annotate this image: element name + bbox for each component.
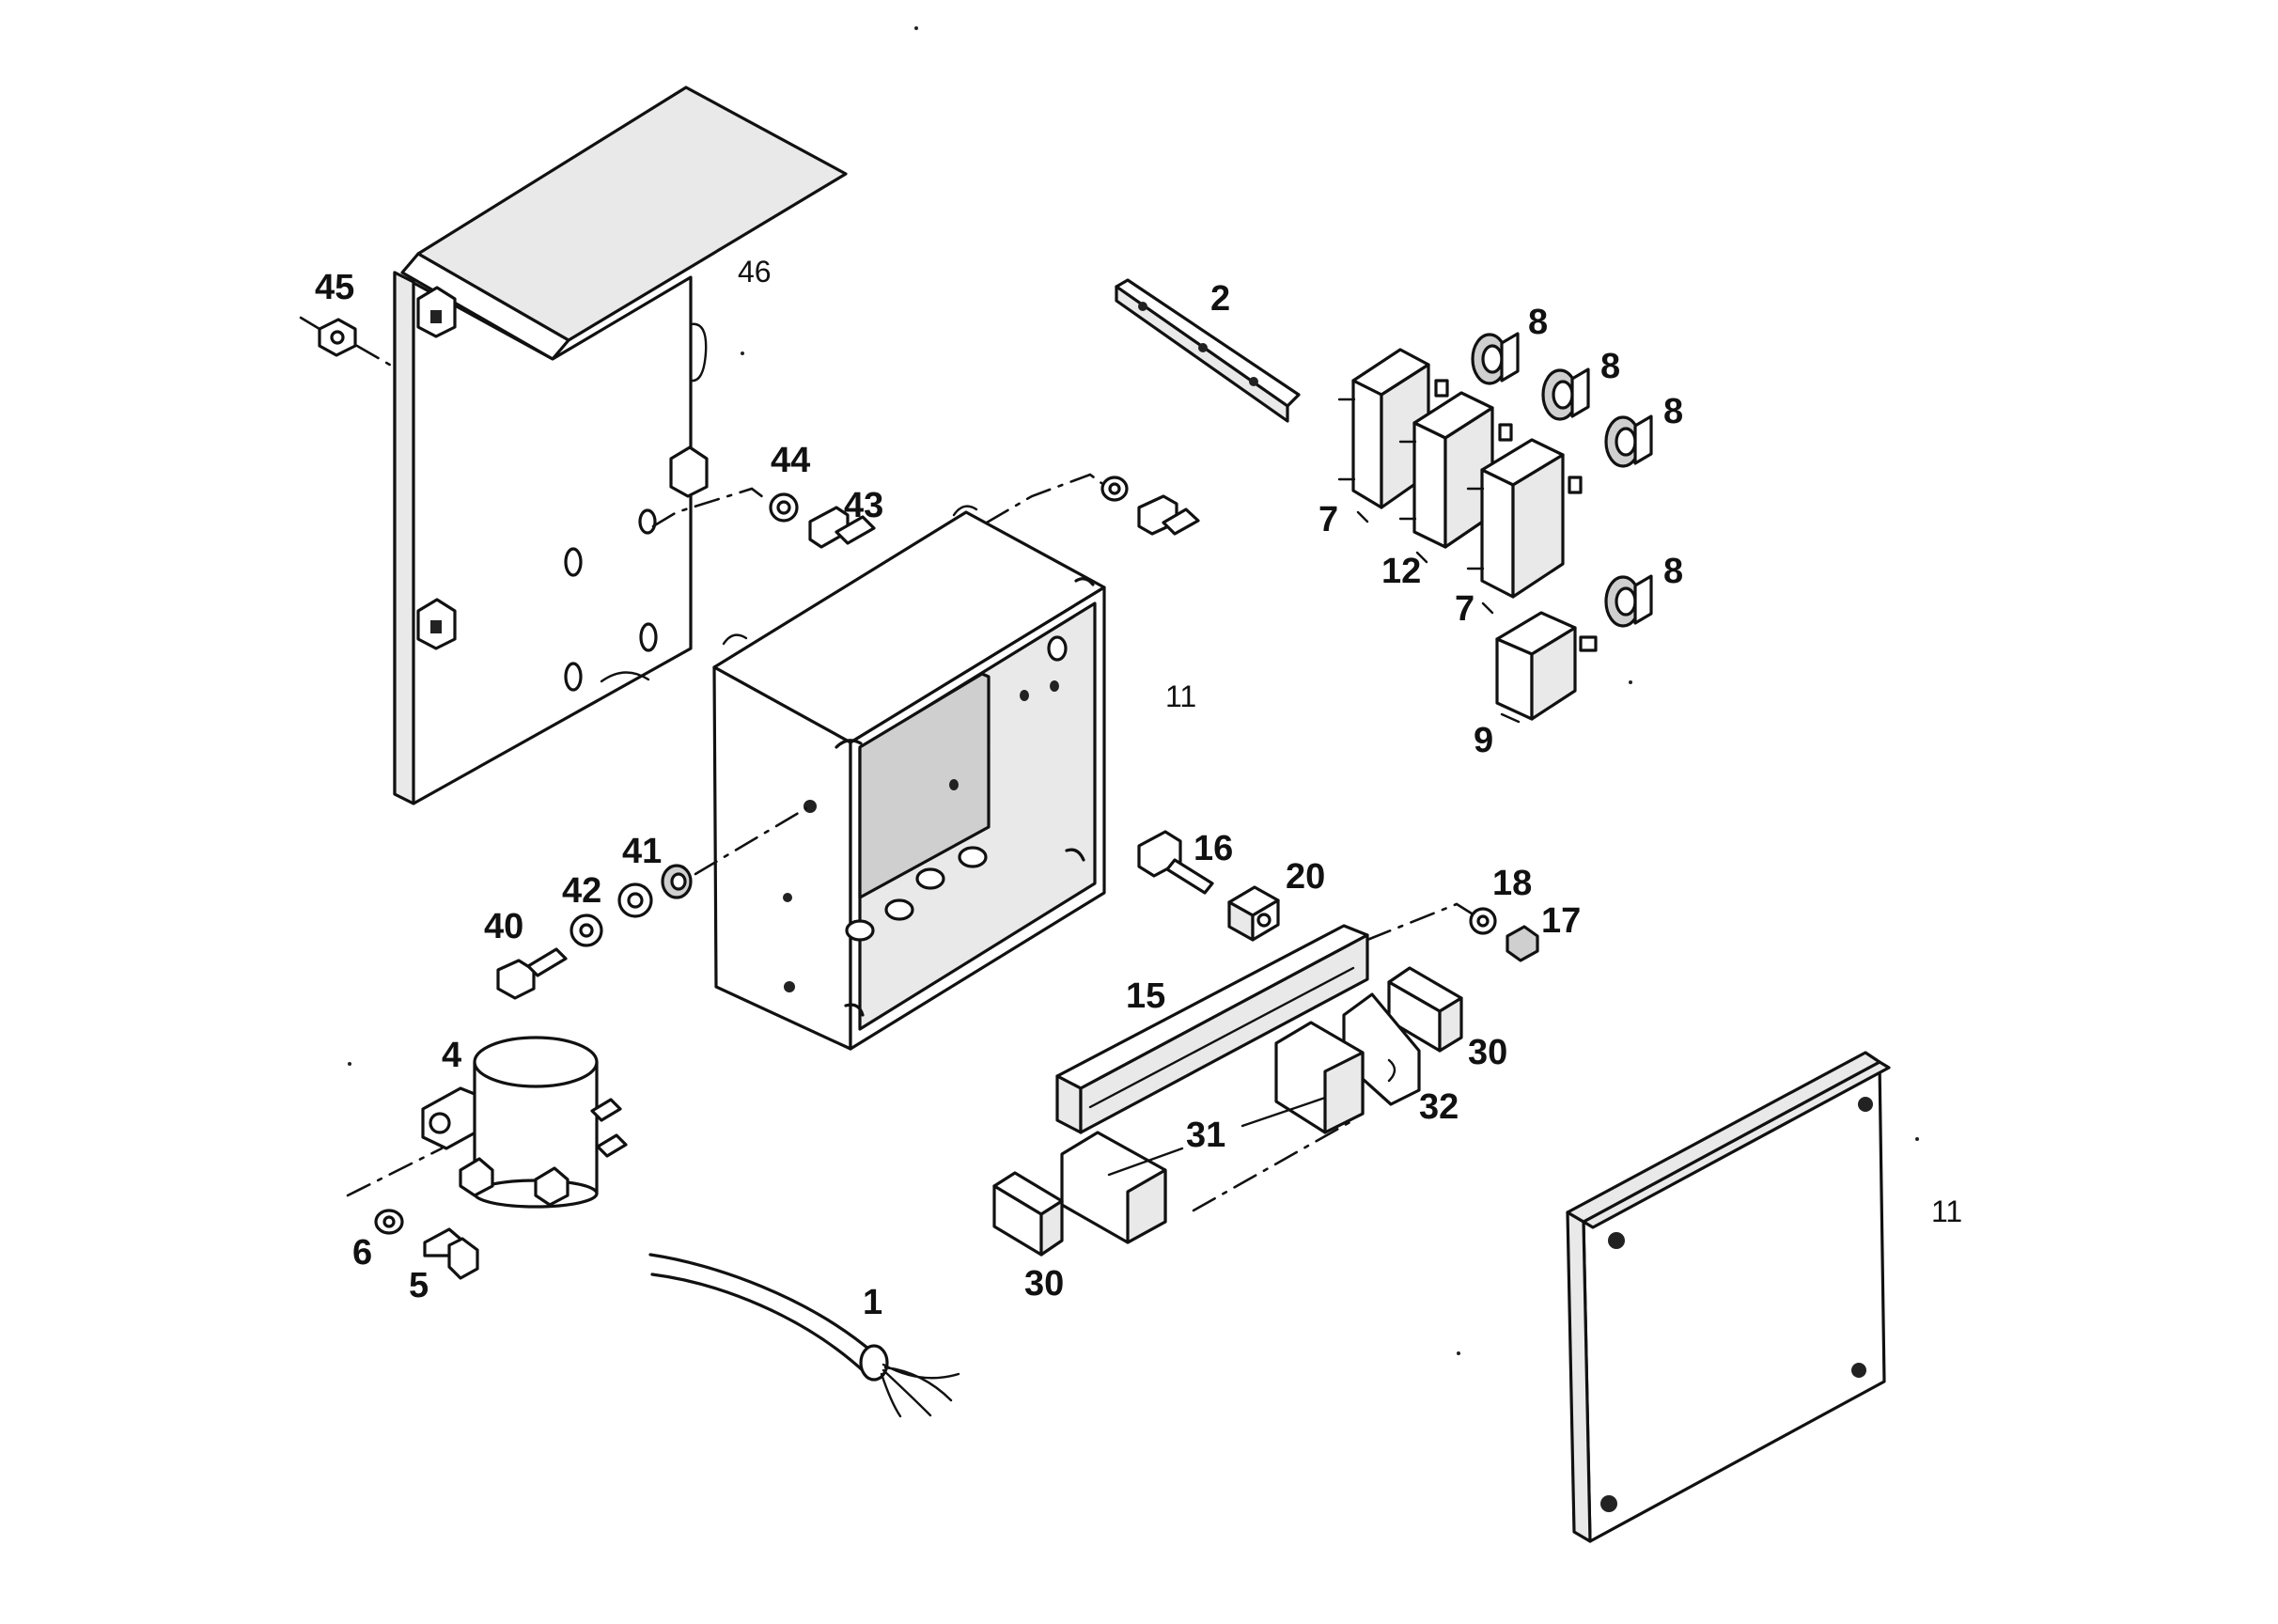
label-2: 2: [1210, 279, 1230, 319]
label-18: 18: [1492, 864, 1532, 903]
label-4: 4: [442, 1036, 461, 1075]
label-44: 44: [771, 441, 810, 480]
label-30b: 30: [1024, 1264, 1064, 1304]
pilot-light-part-8a: [1471, 332, 1520, 385]
screw-washer-part-5-6: [374, 1209, 479, 1280]
label-41: 41: [622, 832, 662, 871]
label-42: 42: [562, 871, 601, 911]
pilot-light-part-8c: [1604, 414, 1653, 468]
cover-bracket-part: [393, 86, 848, 805]
back-panel-part-11: [1566, 1051, 1891, 1543]
label-30a: 30: [1468, 1033, 1507, 1072]
label-12: 12: [1381, 552, 1421, 591]
label-43: 43: [844, 486, 883, 525]
label-8d: 8: [1663, 552, 1683, 591]
label-9: 9: [1474, 721, 1493, 760]
label-45: 45: [315, 268, 354, 307]
nut-washer-part-17-18: [1365, 902, 1539, 962]
label-46: 46: [738, 255, 772, 289]
label-17: 17: [1541, 901, 1581, 941]
din-rail-part-15: [1055, 924, 1369, 1134]
screw-part-16: [1137, 830, 1214, 895]
label-20: 20: [1286, 857, 1325, 897]
label-15: 15: [1126, 976, 1165, 1016]
part-labels: 45 46 44 43 2 8 8 8 8 7 12 7 9 11 16 20 …: [315, 255, 1962, 1322]
terminal-block-part-31a: [1274, 1021, 1365, 1134]
label-32: 32: [1419, 1087, 1459, 1127]
label-1: 1: [863, 1283, 882, 1322]
pilot-light-part-8b: [1541, 367, 1590, 421]
label-8b: 8: [1600, 347, 1620, 386]
terminal-strip-part: [1115, 278, 1301, 423]
end-block-part-30b: [992, 1171, 1064, 1257]
label-8a: 8: [1528, 303, 1548, 342]
label-31: 31: [1186, 1116, 1225, 1155]
cable-part-1: [648, 1253, 960, 1418]
label-5: 5: [409, 1266, 429, 1305]
label-16: 16: [1194, 829, 1233, 868]
leader-31-a: [1107, 1147, 1184, 1177]
screw-part-43: [651, 487, 876, 549]
box-screw-part: [985, 473, 1200, 536]
end-block-part-30a: [1387, 966, 1463, 1053]
label-11b: 11: [1931, 1195, 1962, 1228]
label-40: 40: [484, 907, 523, 946]
enclosure-box-part: [712, 505, 1106, 1051]
label-8c: 8: [1663, 392, 1683, 431]
nut-part-45: [299, 316, 395, 368]
block-part-20: [1227, 885, 1280, 942]
label-11a: 11: [1165, 679, 1196, 713]
breaker-part-9: [1495, 611, 1598, 724]
fastener-set-40-42: [496, 806, 808, 1000]
solenoid-part-4: [346, 1036, 628, 1209]
terminal-block-part-31b: [1060, 1118, 1355, 1244]
label-7a: 7: [1318, 500, 1338, 539]
pilot-light-part-8d: [1604, 574, 1653, 628]
leader-31-b: [1240, 1096, 1327, 1128]
label-7b: 7: [1455, 589, 1474, 629]
label-6: 6: [352, 1233, 372, 1273]
switch-part-7b: [1466, 438, 1583, 615]
